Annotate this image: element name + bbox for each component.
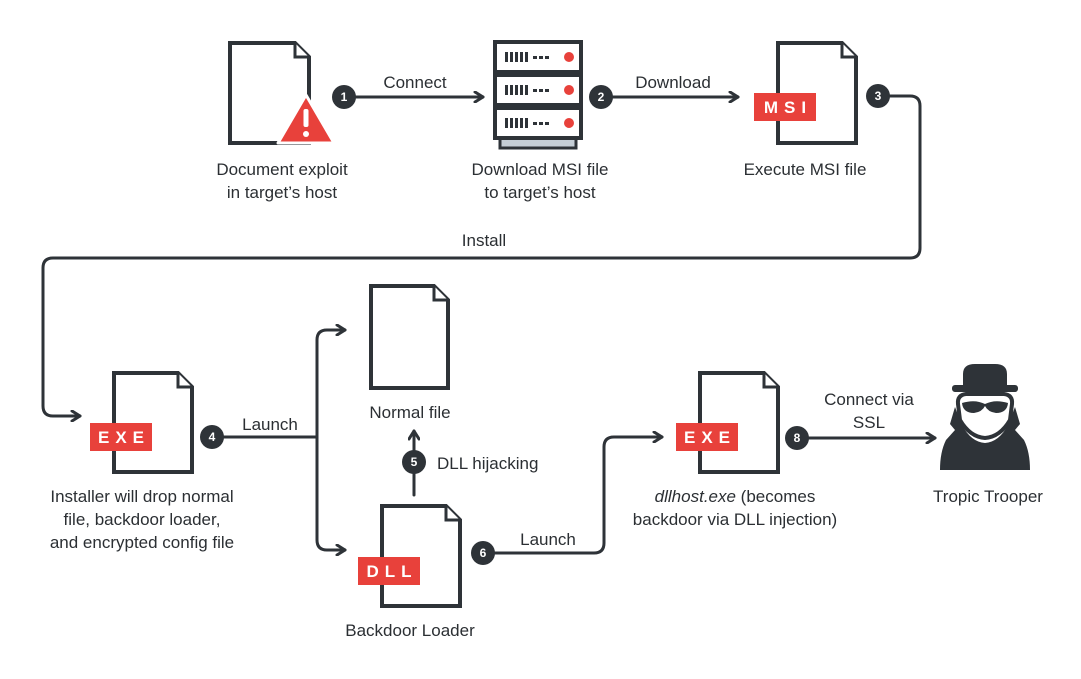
node-label-server-1: Download MSI file [471,160,608,179]
dllhost-italic: dllhost.exe [655,487,736,506]
exe-tag [90,423,152,451]
node-label-document-exploit-1: Document exploit [216,160,348,179]
edge-connect: Connect [343,73,485,97]
file-icon [698,371,780,474]
node-label-server-2: to target’s host [484,183,595,202]
step-badge-8: 8 [785,426,809,450]
node-label-normal-file: Normal file [369,403,450,422]
node-normal-file: Normal file [369,284,451,422]
file-icon [369,284,450,390]
node-label-installer-2: file, backdoor loader, [64,510,221,529]
msi-tag [754,93,816,121]
svg-text:8: 8 [794,431,801,445]
edge-install: Install [41,94,922,416]
edge-label-launch: Launch [242,415,298,434]
node-server: Download MSI file to target’s host [471,40,609,202]
node-label-dllhost-2: backdoor via DLL injection) [633,510,837,529]
edge-label-launch-2: Launch [520,530,576,549]
dllhost-rest: (becomes [736,487,815,506]
node-installer: EXE Installer will drop normal file, bac… [50,371,234,552]
svg-text:4: 4 [209,430,216,444]
step-badge-4: 4 [200,425,224,449]
node-label-msi: Execute MSI file [744,160,867,179]
edge-launch-installer: Launch [210,328,347,552]
node-dllhost: EXE dllhost.exe (becomes backdoor via DL… [633,371,837,529]
file-icon [380,504,462,608]
dll-tag [358,557,420,585]
spy-icon [940,364,1030,470]
exe-tag-dllhost-text: EXE [684,428,736,447]
edge-label-connect: Connect [383,73,447,92]
server-stack-icon [493,40,583,150]
msi-tag-text: MSI [764,98,812,117]
node-msi-file: MSI Execute MSI file [744,41,867,179]
step-badge-3: 3 [866,84,890,108]
edge-label-ssl-line1: Connect via [824,390,914,409]
node-label-dllhost-1: dllhost.exe (becomes [655,487,816,506]
svg-text:5: 5 [411,455,418,469]
edge-dll-hijacking: DLL hijacking [414,429,538,497]
edge-label-install: Install [462,231,506,250]
svg-text:2: 2 [598,90,605,104]
edge-connect-ssl: Connect via SSL [795,390,937,438]
edge-label-ssl-line2: SSL [853,413,885,432]
svg-text:6: 6 [480,546,487,560]
file-icon [112,371,194,474]
node-label-installer-1: Installer will drop normal [50,487,233,506]
step-badge-6: 6 [471,541,495,565]
exe-tag-text: EXE [98,428,150,447]
node-document-exploit: Document exploit in target’s host [216,41,348,202]
step-badge-5: 5 [402,450,426,474]
step-badge-2: 2 [589,85,613,109]
node-label-installer-3: and encrypted config file [50,533,234,552]
node-label-backdoor-loader: Backdoor Loader [345,621,475,640]
launch-branch-line [315,328,346,552]
node-tropic-trooper: Tropic Trooper [933,364,1043,506]
document-warning-icon [228,41,336,145]
node-label-document-exploit-2: in target’s host [227,183,338,202]
edge-launch-loader: Launch [481,437,664,555]
edge-download: Download [600,73,740,97]
exe-tag-dllhost [676,423,738,451]
edge-label-dll-hijacking: DLL hijacking [437,454,538,473]
node-label-tropic-trooper: Tropic Trooper [933,487,1043,506]
svg-text:1: 1 [341,90,348,104]
node-backdoor-loader: DLL Backdoor Loader [345,504,475,640]
dll-tag-text: DLL [366,562,417,581]
svg-text:3: 3 [875,89,882,103]
step-badge-1: 1 [332,85,356,109]
edge-label-download: Download [635,73,711,92]
launch-loader-arrow [481,437,664,555]
install-arrow [41,94,922,416]
